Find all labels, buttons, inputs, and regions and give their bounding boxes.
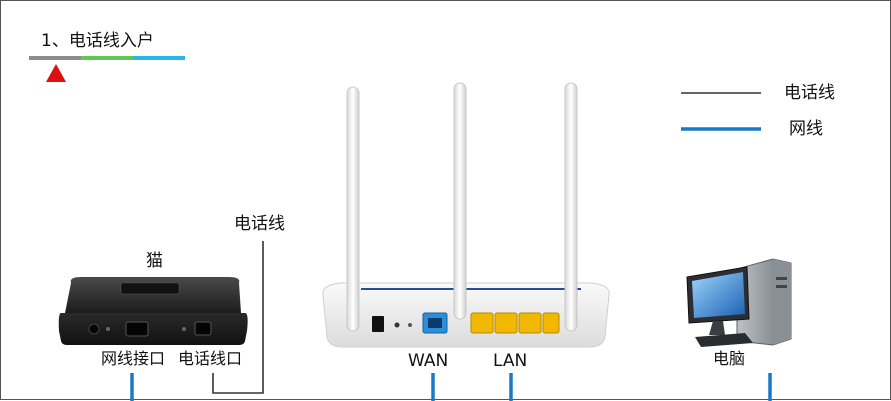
router-antenna-left (346, 86, 360, 332)
step-title: 1、电话线入户 (41, 31, 154, 51)
step-progress-bar (29, 56, 185, 82)
router-lan-port-3 (518, 312, 542, 334)
modem-lan-port-label: 网线接口 (101, 349, 166, 368)
modem-logo (120, 282, 180, 295)
router-lan-port-2 (494, 312, 518, 334)
modem-reset-hole (106, 327, 110, 331)
router-device (322, 82, 610, 348)
modem-top (65, 277, 241, 313)
router-indicator-dot (408, 323, 412, 327)
computer-monitor-screen (692, 272, 745, 318)
computer-drive-bay-2 (776, 285, 787, 288)
router-reset-hole (394, 322, 400, 328)
router-lan-port-4 (542, 312, 560, 334)
legend-phone-line-label: 电话线 (784, 83, 835, 103)
modem-device (58, 277, 248, 345)
modem-phone-port-label: 电话线口 (178, 349, 243, 368)
computer-drive-bay (776, 277, 787, 280)
progress-segment-gray (29, 56, 81, 60)
legend-network-cable-label: 网线 (789, 119, 823, 139)
lan-label: LAN (493, 351, 528, 371)
router-wan-port-inner (428, 318, 442, 328)
modem-lan-port-icon (125, 321, 149, 337)
progress-segment-green (81, 56, 133, 60)
progress-segment-cyan (133, 56, 185, 60)
computer-monitor-stand (709, 321, 725, 335)
phone-line-cable (212, 241, 264, 394)
modem-power-port (88, 323, 100, 335)
computer-label: 电脑 (713, 349, 746, 368)
router-lan-port-1 (470, 312, 494, 334)
router-power-port (372, 316, 384, 332)
modem-indicator-dot (182, 327, 186, 331)
router-antenna-middle (453, 82, 467, 320)
router-antenna-right (564, 82, 578, 332)
computer-tower-side (773, 259, 791, 345)
computer-device (686, 258, 792, 347)
progress-marker-icon (46, 64, 66, 82)
modem-phone-port-icon (194, 321, 212, 336)
wan-label: WAN (408, 351, 449, 371)
modem-front (58, 313, 248, 345)
modem-label: 猫 (146, 251, 163, 271)
phone-line-label: 电话线 (234, 214, 285, 234)
computer-keyboard (695, 333, 753, 347)
